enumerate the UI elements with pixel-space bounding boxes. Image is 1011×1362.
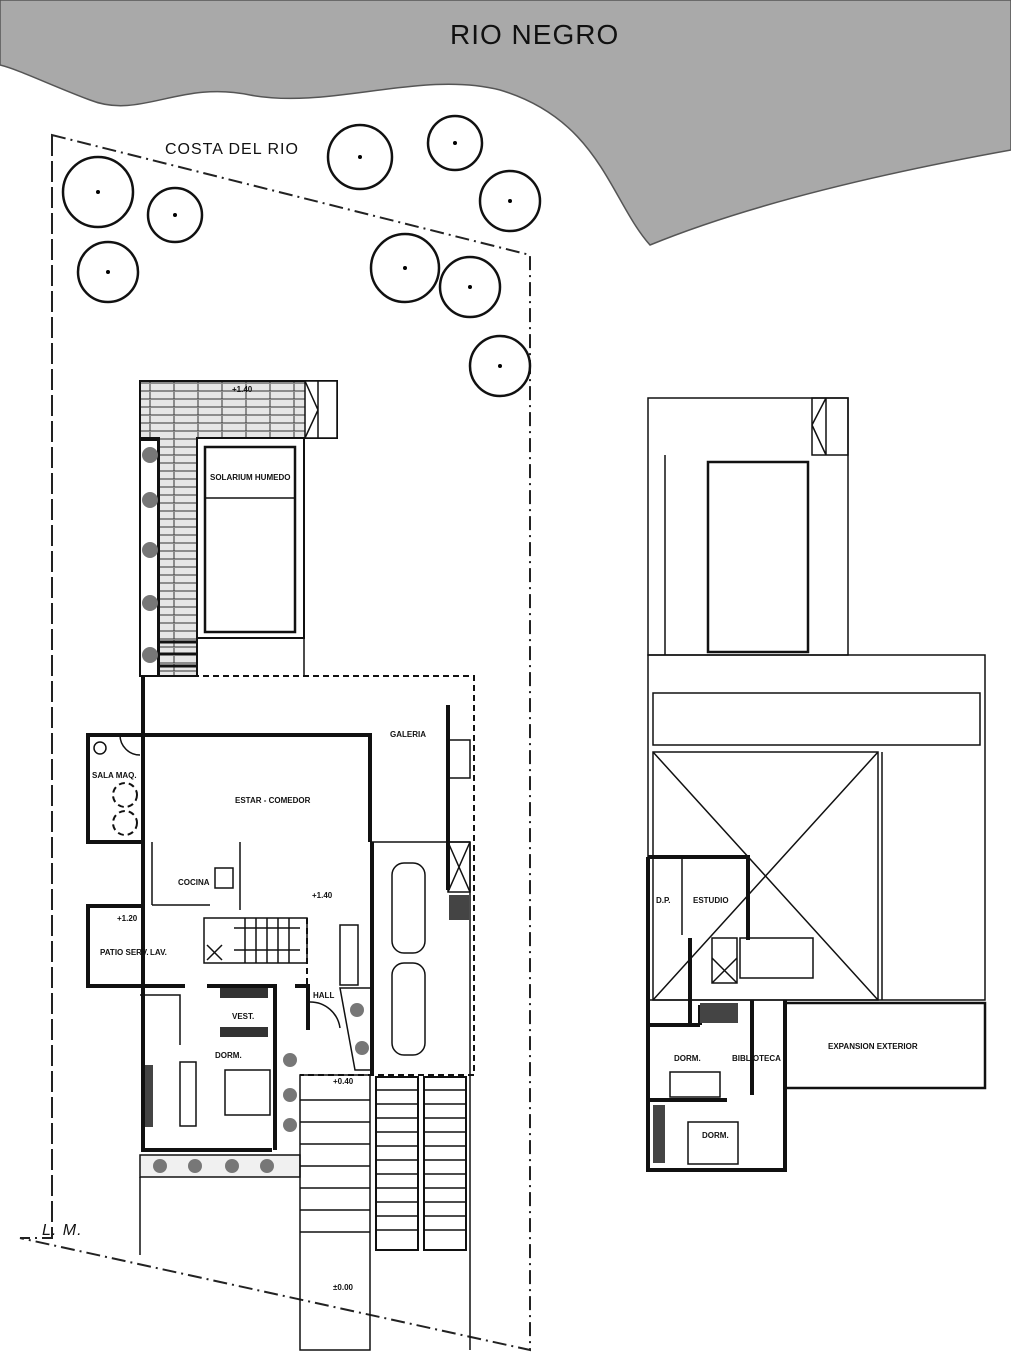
room-galeria: GALERIA bbox=[390, 730, 426, 739]
ground-floor-plan: SOLARIUM HUMEDO +1.40 GALERIA ESTAR - CO… bbox=[86, 380, 475, 1351]
level-patio: +1.20 bbox=[117, 914, 138, 923]
level-pool-deck: +1.40 bbox=[232, 385, 253, 394]
river-label: RIO NEGRO bbox=[450, 19, 619, 50]
upper-floor-plan: D.P. ESTUDIO DORM. BIBLIOTECA EXPANSION … bbox=[646, 397, 987, 1172]
boundary-label: L. M. bbox=[42, 1222, 83, 1239]
room-estar: ESTAR - COMEDOR bbox=[235, 796, 311, 805]
level-estar: +1.40 bbox=[312, 891, 333, 900]
room-patio: PATIO SERV. bbox=[100, 948, 149, 957]
room-estudio: ESTUDIO bbox=[693, 896, 729, 905]
room-solarium: SOLARIUM HUMEDO bbox=[210, 473, 290, 482]
trees bbox=[61, 114, 542, 398]
shore-label: COSTA DEL RIO bbox=[165, 141, 299, 158]
room-biblioteca: BIBLIOTECA bbox=[732, 1054, 781, 1063]
room-dorm1: DORM. bbox=[674, 1054, 701, 1063]
room-expansion: EXPANSION EXTERIOR bbox=[828, 1042, 918, 1051]
level-entrance: +0.40 bbox=[333, 1077, 354, 1086]
level-street: ±0.00 bbox=[333, 1283, 354, 1292]
room-dorm: DORM. bbox=[215, 1051, 242, 1060]
room-sala-maq: SALA MAQ. bbox=[92, 771, 137, 780]
room-hall: HALL bbox=[313, 991, 334, 1000]
room-dp: D.P. bbox=[656, 896, 671, 905]
room-lav: LAV. bbox=[150, 948, 167, 957]
river-area bbox=[0, 0, 1011, 246]
room-dorm2: DORM. bbox=[702, 1131, 729, 1140]
room-cocina: COCINA bbox=[178, 878, 210, 887]
room-vest: VEST. bbox=[232, 1012, 254, 1021]
